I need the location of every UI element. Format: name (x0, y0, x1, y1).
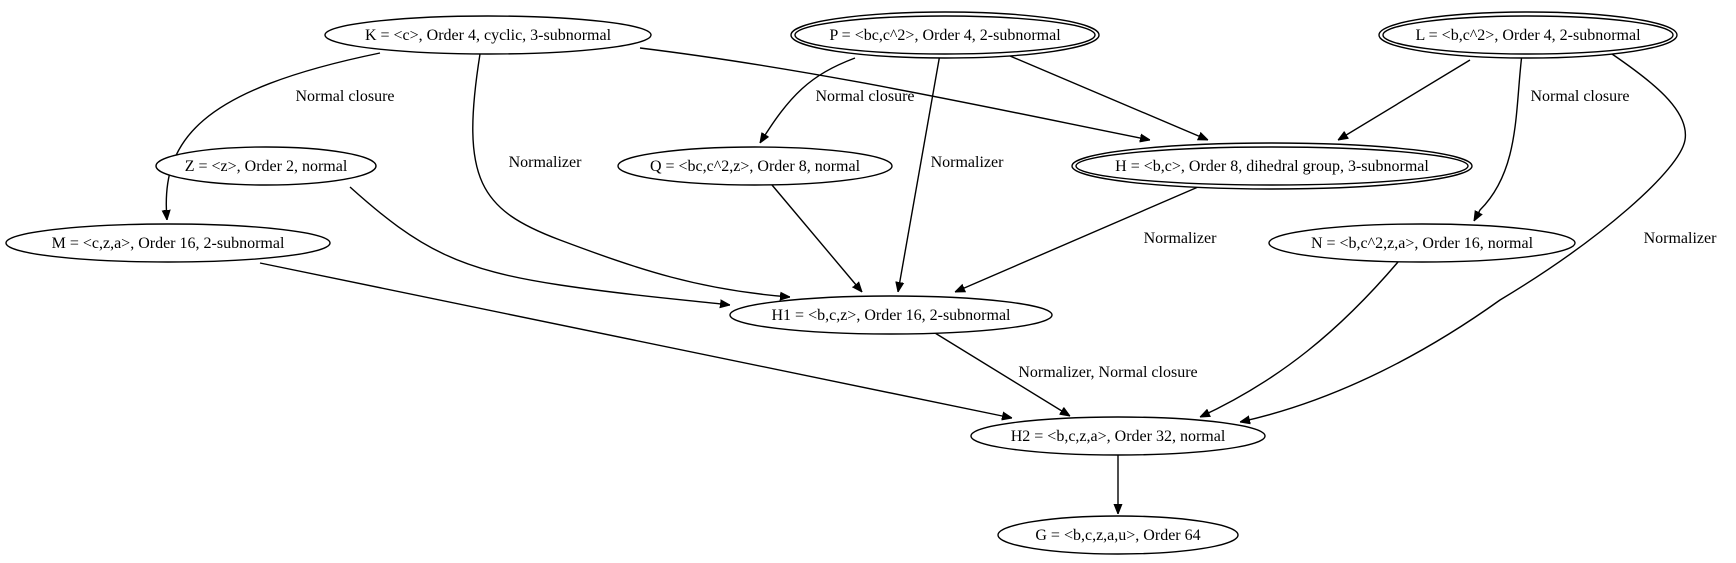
node-label: H2 = <b,c,z,a>, Order 32, normal (1011, 428, 1226, 445)
node-k: K = <c>, Order 4, cyclic, 3-subnormal (324, 15, 652, 55)
node-h2: H2 = <b,c,z,a>, Order 32, normal (970, 416, 1266, 456)
edge-label: Normal closure (815, 88, 914, 105)
edge-label: Normalizer (509, 154, 583, 171)
edge-p-to-q (760, 57, 856, 143)
node-label: K = <c>, Order 4, cyclic, 3-subnormal (365, 27, 612, 44)
node-ellipse (155, 146, 377, 186)
node-label: Z = <z>, Order 2, normal (185, 158, 348, 175)
edge-p-to-h1 (898, 53, 941, 292)
node-l: L = <b,c^2>, Order 4, 2-subnormal (1378, 11, 1678, 59)
node-ellipse (1382, 15, 1674, 55)
edge-m-to-h2 (259, 262, 1012, 418)
edge-n-to-h2 (1200, 261, 1399, 418)
node-outer-ellipse (790, 11, 1100, 59)
node-label: L = <b,c^2>, Order 4, 2-subnormal (1415, 27, 1641, 44)
node-ellipse (1268, 223, 1576, 263)
node-ellipse (5, 223, 331, 263)
edge-label: Normal closure (1530, 88, 1629, 105)
edge-l-to-n (1474, 53, 1523, 221)
node-ellipse (617, 146, 893, 186)
edge-h1-to-h2 (934, 332, 1070, 416)
edge-label: Normalizer (931, 154, 1005, 171)
node-outer-ellipse (1378, 11, 1678, 59)
node-ellipse (970, 416, 1266, 456)
edge-p-to-h (1009, 55, 1208, 141)
edge-l-to-h (1338, 59, 1471, 140)
edge-z-to-h1 (349, 186, 730, 305)
node-z: Z = <z>, Order 2, normal (155, 146, 377, 186)
edge-q-to-h1 (771, 184, 862, 292)
node-label: H = <b,c>, Order 8, dihedral group, 3-su… (1115, 158, 1429, 175)
node-ellipse (794, 15, 1096, 55)
edge-k-to-h1 (472, 53, 790, 297)
edge-k-to-h (639, 47, 1150, 140)
node-p: P = <bc,c^2>, Order 4, 2-subnormal (790, 11, 1100, 59)
node-m: M = <c,z,a>, Order 16, 2-subnormal (5, 223, 331, 263)
node-q: Q = <bc,c^2,z>, Order 8, normal (617, 146, 893, 186)
node-g: G = <b,c,z,a,u>, Order 64 (997, 515, 1239, 555)
node-label: H1 = <b,c,z>, Order 16, 2-subnormal (771, 307, 1011, 324)
node-n: N = <b,c^2,z,a>, Order 16, normal (1268, 223, 1576, 263)
node-ellipse (1075, 146, 1469, 186)
edge-k-to-m (166, 52, 381, 220)
edge-h-to-h1 (955, 183, 1206, 293)
node-ellipse (324, 15, 652, 55)
node-ellipse (729, 295, 1053, 335)
node-label: M = <c,z,a>, Order 16, 2-subnormal (52, 235, 285, 252)
node-h: H = <b,c>, Order 8, dihedral group, 3-su… (1071, 142, 1473, 190)
edge-label: Normal closure (295, 88, 394, 105)
node-label: N = <b,c^2,z,a>, Order 16, normal (1311, 235, 1534, 252)
edge-label: Normalizer, Normal closure (1018, 364, 1197, 381)
edge-l-to-h2 (1240, 53, 1687, 422)
node-label: Q = <bc,c^2,z>, Order 8, normal (650, 158, 861, 175)
edge-label: Normalizer (1644, 230, 1718, 247)
node-h1: H1 = <b,c,z>, Order 16, 2-subnormal (729, 295, 1053, 335)
node-ellipse (997, 515, 1239, 555)
node-outer-ellipse (1071, 142, 1473, 190)
edge-label: Normalizer (1144, 230, 1218, 247)
node-label: G = <b,c,z,a,u>, Order 64 (1035, 527, 1200, 544)
node-label: P = <bc,c^2>, Order 4, 2-subnormal (829, 27, 1061, 44)
